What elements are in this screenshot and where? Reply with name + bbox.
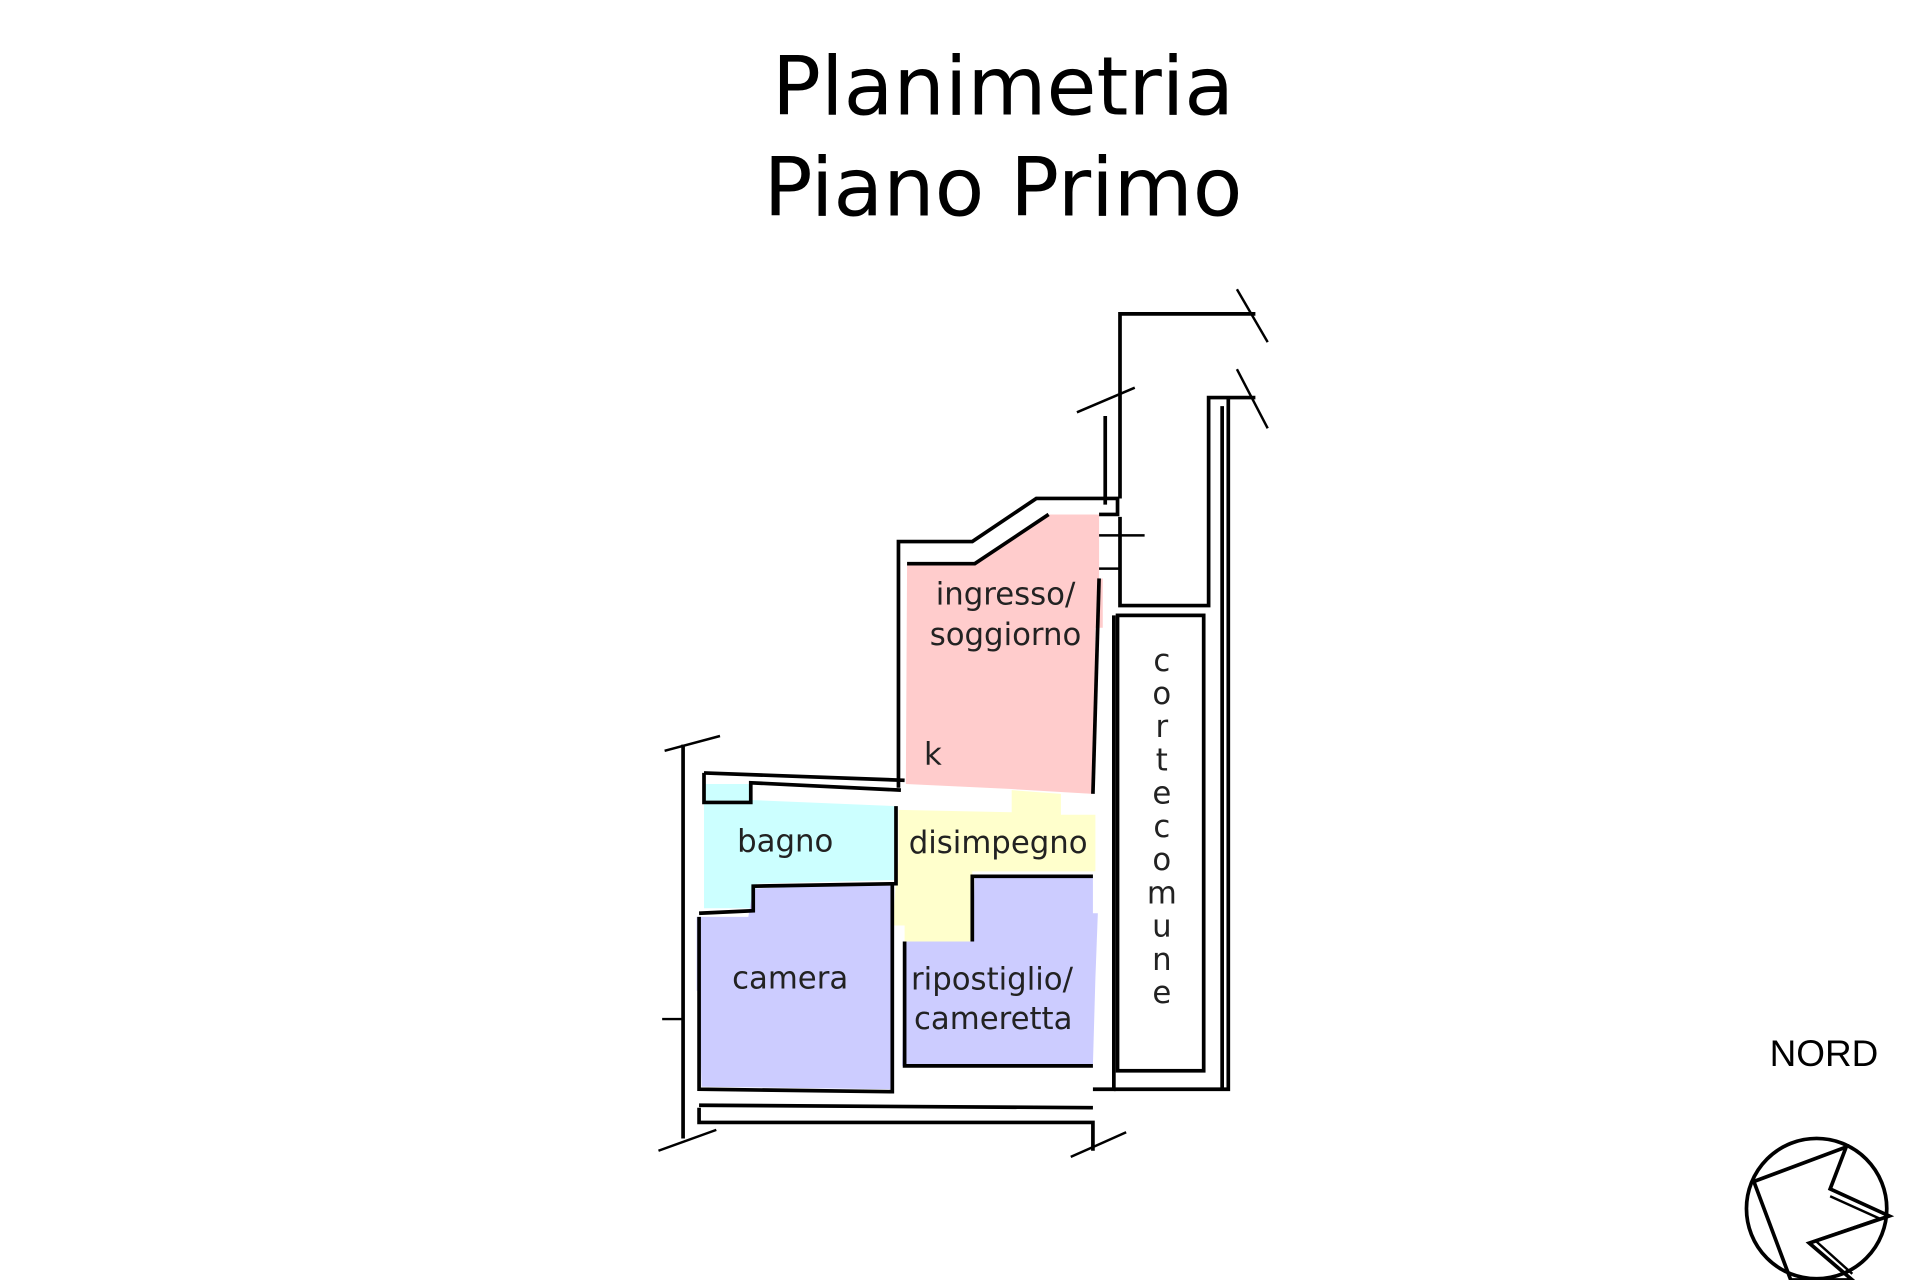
corte-comune-letter: o — [1152, 842, 1171, 878]
corte-comune-letter: t — [1156, 742, 1168, 778]
corte-comune-letter: e — [1152, 975, 1171, 1011]
room-camera — [696, 883, 893, 1090]
title-line-1: Planimetria — [772, 40, 1234, 134]
corte-comune-letter: e — [1152, 776, 1171, 812]
corte-comune-letter: c — [1153, 643, 1170, 679]
room-disimpegno — [892, 790, 1096, 942]
room-ingresso-soggiorno — [905, 514, 1103, 794]
corte-comune-box — [1115, 613, 1206, 1073]
title-line-2: Piano Primo — [764, 141, 1243, 235]
label-soggiorno: soggiorno — [930, 617, 1082, 653]
label-ingresso: ingresso/ — [936, 576, 1076, 612]
compass-label: NORD — [1770, 1033, 1879, 1074]
corte-comune-letter: c — [1153, 809, 1170, 845]
label-k: k — [924, 736, 942, 772]
label-ripostiglio: ripostiglio/ — [911, 962, 1074, 998]
corte-comune-letter: r — [1156, 709, 1169, 745]
label-disimpegno: disimpegno — [909, 825, 1088, 861]
walls — [658, 288, 1269, 1159]
room-bagno — [704, 784, 896, 909]
label-cameretta: cameretta — [914, 1001, 1072, 1037]
corte-comune-letter: n — [1152, 942, 1172, 978]
room-ripostiglio-cameretta — [902, 876, 1098, 1066]
corte-comune-letter: o — [1152, 676, 1171, 712]
label-camera: camera — [732, 960, 848, 996]
north-arrow-icon — [1744, 1136, 1895, 1280]
corte-comune-letter: m — [1147, 875, 1177, 911]
label-bagno: bagno — [737, 824, 833, 860]
corte-comune-letter: u — [1152, 909, 1172, 945]
